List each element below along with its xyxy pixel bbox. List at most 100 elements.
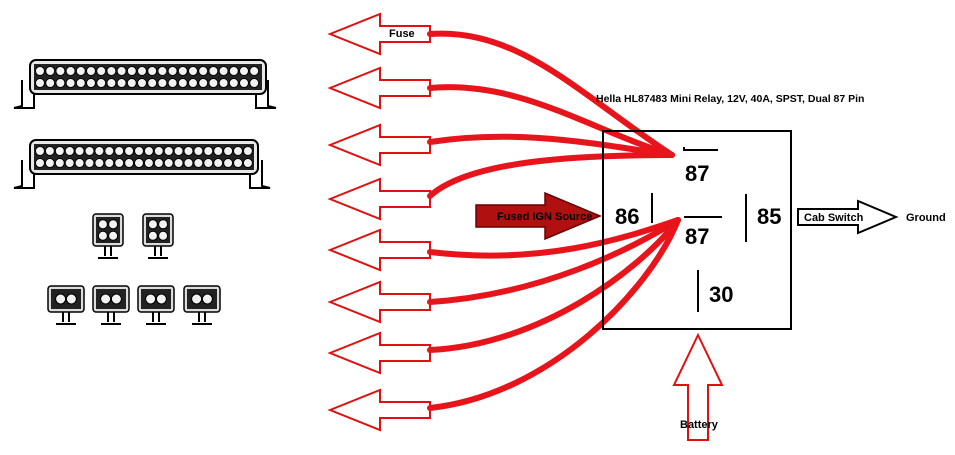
- led-lens: [153, 146, 164, 156]
- led-lens: [104, 158, 115, 168]
- red-wires: [427, 30, 681, 411]
- led-lens: [104, 146, 115, 156]
- led-lens: [218, 78, 229, 88]
- red-wire: [427, 152, 675, 199]
- ground-label: Ground: [906, 212, 946, 224]
- relay-body: [602, 130, 792, 330]
- led-lens: [44, 158, 55, 168]
- output-arrow: [327, 12, 431, 56]
- led-lens: [124, 146, 135, 156]
- led-lens: [228, 78, 239, 88]
- led-lens: [65, 66, 76, 76]
- led-lens: [183, 146, 194, 156]
- red-wire: [427, 217, 681, 259]
- led-lens: [213, 158, 224, 168]
- led-lens: [173, 146, 184, 156]
- output-arrow: [327, 66, 431, 110]
- output-arrow: [327, 228, 431, 272]
- led-pod-lights: [47, 213, 221, 325]
- led-lens: [167, 78, 178, 88]
- led-lens: [75, 78, 86, 88]
- fused-ign-source-label: Fused IGN Source: [497, 211, 592, 223]
- led-lens: [242, 146, 253, 156]
- led-lens: [153, 158, 164, 168]
- fuse-label: Fuse: [389, 28, 415, 40]
- led-lens: [94, 146, 105, 156]
- output-arrow: [327, 280, 431, 324]
- led-lens: [208, 66, 219, 76]
- led-lens: [134, 146, 144, 156]
- output-arrow: [327, 331, 431, 375]
- pin-85: 85: [757, 204, 781, 229]
- led-lens: [137, 78, 147, 88]
- pod-light: [137, 285, 175, 325]
- led-lens: [45, 78, 56, 88]
- battery-label: Battery: [680, 419, 719, 431]
- led-lens: [106, 66, 117, 76]
- pod-light: [47, 285, 85, 325]
- led-lens: [147, 66, 158, 76]
- pod-light: [92, 213, 124, 259]
- led-lens: [239, 78, 249, 88]
- led-lens: [35, 66, 45, 76]
- relay-title: Hella HL87483 Mini Relay, 12V, 40A, SPST…: [596, 93, 864, 105]
- led-lens: [203, 146, 214, 156]
- red-wire: [427, 217, 681, 411]
- pin-86: 86: [615, 204, 639, 229]
- led-lens: [75, 66, 86, 76]
- led-lens: [55, 66, 66, 76]
- led-lens: [157, 66, 168, 76]
- led-lens: [86, 78, 96, 88]
- output-arrow: [327, 123, 431, 167]
- led-lens: [143, 158, 154, 168]
- led-lens: [54, 146, 65, 156]
- led-lens: [126, 66, 137, 76]
- led-lens: [64, 146, 75, 156]
- led-lens: [84, 158, 95, 168]
- led-lens: [213, 146, 224, 156]
- led-lens: [249, 78, 260, 88]
- led-lens: [183, 158, 194, 168]
- led-lens: [198, 66, 209, 76]
- pod-light: [92, 285, 130, 325]
- led-lens: [35, 146, 45, 156]
- led-lens: [54, 158, 65, 168]
- output-arrows: [327, 12, 431, 432]
- led-lens: [114, 146, 125, 156]
- pin-87-bottom: 87: [685, 224, 709, 249]
- led-lens: [134, 158, 144, 168]
- pin-30: 30: [709, 282, 733, 307]
- led-lens: [218, 66, 229, 76]
- led-lens: [126, 78, 137, 88]
- led-lens: [198, 78, 209, 88]
- led-lens: [228, 66, 239, 76]
- led-lens: [233, 146, 243, 156]
- battery-arrow: [672, 332, 724, 441]
- led-lens: [96, 66, 107, 76]
- led-lens: [45, 66, 56, 76]
- pod-light: [183, 285, 221, 325]
- cab-switch-arrow: Cab Switch: [797, 199, 899, 235]
- led-lens: [239, 66, 249, 76]
- led-lens: [94, 158, 105, 168]
- led-lens: [188, 78, 198, 88]
- led-lens: [84, 146, 95, 156]
- cab-switch-label: Cab Switch: [804, 212, 864, 224]
- led-lens: [137, 66, 147, 76]
- led-lens: [74, 158, 85, 168]
- led-lens: [177, 66, 188, 76]
- output-arrow: [327, 388, 431, 432]
- led-lens: [233, 158, 243, 168]
- led-lens: [65, 78, 76, 88]
- led-lens: [116, 66, 127, 76]
- led-lens: [163, 146, 174, 156]
- led-lens: [167, 66, 178, 76]
- led-lens: [35, 158, 45, 168]
- led-lens: [44, 146, 55, 156]
- led-lens: [143, 146, 154, 156]
- led-lens: [106, 78, 117, 88]
- led-lens: [64, 158, 75, 168]
- fused-ign-source-arrow: Fused IGN Source: [475, 191, 602, 241]
- output-arrow: [327, 177, 431, 221]
